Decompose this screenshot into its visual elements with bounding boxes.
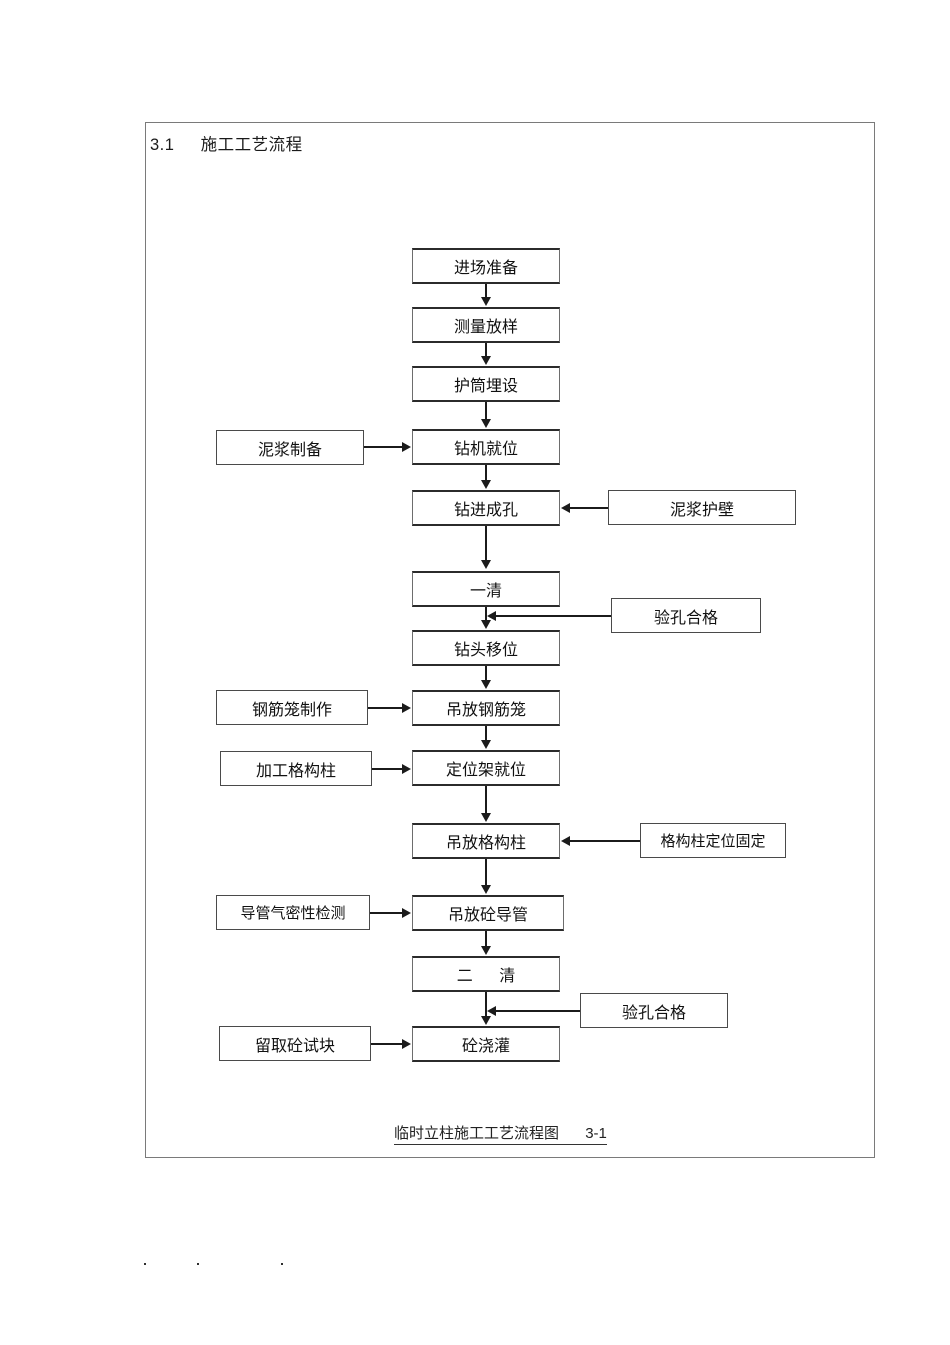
node-label: 吊放格构柱 xyxy=(445,835,526,852)
arrow-down-icon xyxy=(481,946,491,955)
edge-lattice-fab-to-frame xyxy=(372,768,404,770)
flow-node-lower-lattice-column[interactable]: 吊放格构柱 xyxy=(412,823,560,859)
page-artifact-dot xyxy=(197,1263,199,1265)
flow-node-concrete-sample-retention[interactable]: 留取砼试块 xyxy=(219,1026,371,1061)
page-artifact-dot xyxy=(281,1263,283,1265)
edge-survey-to-casing xyxy=(485,343,487,358)
arrow-right-icon xyxy=(402,908,411,918)
node-label: 定位架就位 xyxy=(445,762,526,779)
flow-node-locating-frame[interactable]: 定位架就位 xyxy=(412,750,560,786)
arrow-right-icon xyxy=(402,703,411,713)
edge-first-clean-to-bit-shift xyxy=(485,607,487,621)
edge-cage-to-frame xyxy=(485,726,487,741)
arrow-left-icon xyxy=(561,836,570,846)
node-label: 砼浇灌 xyxy=(461,1038,510,1055)
flow-node-first-cleaning[interactable]: 一清 xyxy=(412,571,560,607)
edge-second-clean-to-pour xyxy=(485,992,487,1017)
node-label: 钢筋笼制作 xyxy=(251,701,332,719)
edge-inspection2-to-spine xyxy=(496,1010,580,1012)
node-label: 吊放钢筋笼 xyxy=(445,702,526,719)
flow-node-lattice-column-fixing[interactable]: 格构柱定位固定 xyxy=(640,823,786,858)
edge-lattice-to-tremie xyxy=(485,859,487,886)
edge-bit-shift-to-cage xyxy=(485,666,487,681)
arrow-down-icon xyxy=(481,297,491,306)
arrow-down-icon xyxy=(481,480,491,489)
node-label: 护筒埋设 xyxy=(453,378,518,395)
node-label: 验孔合格 xyxy=(621,1004,686,1022)
arrow-right-icon xyxy=(402,764,411,774)
arrow-left-icon xyxy=(487,611,496,621)
node-label: 钻进成孔 xyxy=(453,502,518,519)
edge-drill-pos-to-drilling xyxy=(485,465,487,481)
node-label: 一清 xyxy=(469,583,502,600)
flow-node-concrete-pouring[interactable]: 砼浇灌 xyxy=(412,1026,560,1062)
edge-slurry-to-drill-pos xyxy=(364,446,404,448)
node-label: 泥浆制备 xyxy=(257,441,322,459)
flow-node-drilling-hole[interactable]: 钻进成孔 xyxy=(412,490,560,526)
flow-node-survey-setout[interactable]: 测量放样 xyxy=(412,307,560,343)
figure-caption: 临时立柱施工工艺流程图 3-1 xyxy=(394,1122,607,1145)
node-label: 验孔合格 xyxy=(653,609,718,627)
flow-node-tremie-airtightness-test[interactable]: 导管气密性检测 xyxy=(216,895,370,930)
node-label: 留取砼试块 xyxy=(254,1037,335,1055)
node-label: 二 清 xyxy=(456,968,527,985)
arrow-down-icon xyxy=(481,680,491,689)
arrow-left-icon xyxy=(487,1006,496,1016)
edge-airtight-to-tremie xyxy=(370,912,404,914)
edge-entry-to-survey xyxy=(485,284,487,299)
node-label: 吊放砼导管 xyxy=(447,907,528,924)
edge-inspection1-to-spine xyxy=(496,615,611,617)
caption-main: 临时立柱施工工艺流程图 xyxy=(394,1125,560,1142)
arrow-right-icon xyxy=(402,1039,411,1049)
arrow-right-icon xyxy=(402,442,411,452)
flow-node-hole-inspection-pass-2[interactable]: 验孔合格 xyxy=(580,993,728,1028)
flow-node-drill-bit-shift[interactable]: 钻头移位 xyxy=(412,630,560,666)
flow-node-lattice-column-machining[interactable]: 加工格构柱 xyxy=(220,751,372,786)
edge-sample-to-pour xyxy=(371,1043,404,1045)
section-number: 3.1 xyxy=(150,136,175,154)
section-heading: 3.1 施工工艺流程 xyxy=(150,131,303,155)
page-artifact-dot xyxy=(144,1263,146,1265)
node-label: 钻头移位 xyxy=(453,642,518,659)
arrow-down-icon xyxy=(481,419,491,428)
node-label: 钻机就位 xyxy=(453,441,518,458)
flow-node-rebar-cage-fabrication[interactable]: 钢筋笼制作 xyxy=(216,690,368,725)
arrow-down-icon xyxy=(481,1016,491,1025)
flow-node-lower-concrete-tremie[interactable]: 吊放砼导管 xyxy=(412,895,564,931)
flow-node-casing-embedding[interactable]: 护筒埋设 xyxy=(412,366,560,402)
section-title-text: 施工工艺流程 xyxy=(200,136,303,154)
node-label: 格构柱定位固定 xyxy=(660,833,766,850)
flow-node-lower-rebar-cage[interactable]: 吊放钢筋笼 xyxy=(412,690,560,726)
edge-tremie-to-second-clean xyxy=(485,931,487,947)
flow-node-entry-preparation[interactable]: 进场准备 xyxy=(412,248,560,284)
edge-frame-to-lattice xyxy=(485,786,487,814)
node-label: 导管气密性检测 xyxy=(240,905,346,922)
node-label: 进场准备 xyxy=(453,260,518,277)
flow-node-slurry-preparation[interactable]: 泥浆制备 xyxy=(216,430,364,465)
arrow-down-icon xyxy=(481,560,491,569)
node-label: 加工格构柱 xyxy=(255,762,336,780)
flow-node-second-cleaning[interactable]: 二 清 xyxy=(412,956,560,992)
arrow-down-icon xyxy=(481,885,491,894)
node-label: 泥浆护壁 xyxy=(669,501,734,519)
edge-drilling-to-first-clean xyxy=(485,526,487,561)
arrow-down-icon xyxy=(481,620,491,629)
arrow-down-icon xyxy=(481,813,491,822)
arrow-down-icon xyxy=(481,356,491,365)
edge-cage-fab-to-cage xyxy=(368,707,404,709)
flow-node-hole-inspection-pass-1[interactable]: 验孔合格 xyxy=(611,598,761,633)
edge-slurry-wall-to-drilling xyxy=(570,507,608,509)
edge-lattice-fix-to-lattice xyxy=(570,840,640,842)
arrow-left-icon xyxy=(561,503,570,513)
edge-casing-to-drill-pos xyxy=(485,402,487,420)
caption-figure-number: 3-1 xyxy=(585,1125,607,1142)
flow-node-drill-positioning[interactable]: 钻机就位 xyxy=(412,429,560,465)
node-label: 测量放样 xyxy=(453,319,518,336)
arrow-down-icon xyxy=(481,740,491,749)
flow-node-slurry-wall-protection[interactable]: 泥浆护壁 xyxy=(608,490,796,525)
